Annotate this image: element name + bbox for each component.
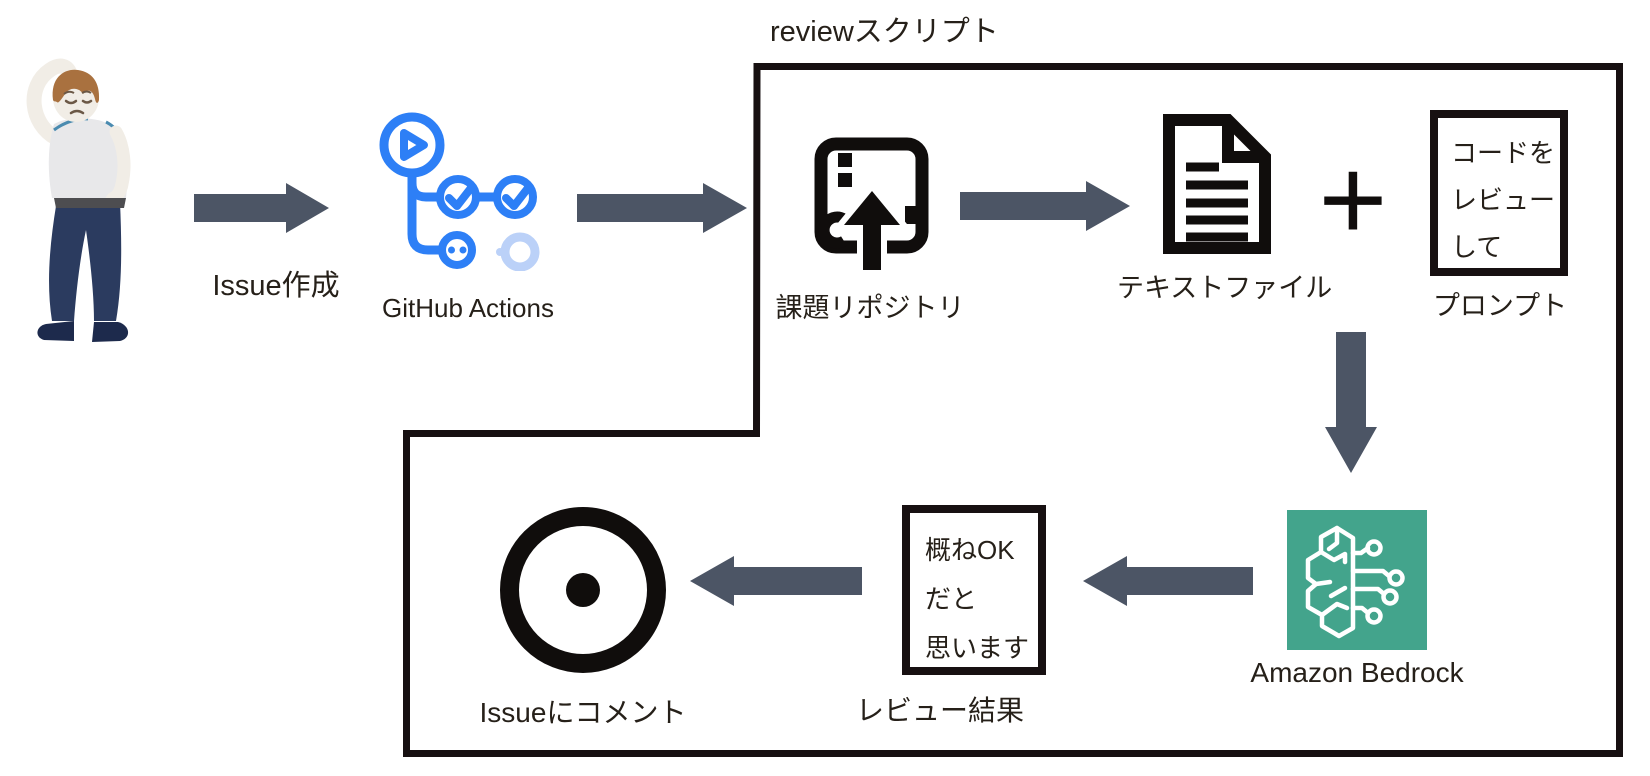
text-file-label: テキストファイル [1117,273,1333,303]
review-line-1: 概ねOK [925,535,1015,565]
flow-arrow-issue [194,183,329,233]
issue-comment-label: Issueにコメント [479,697,687,728]
flow-arrow-to-file [960,181,1130,231]
review-line-3: 思います [925,633,1030,663]
person-pants [49,202,122,321]
person-shirt [48,118,129,198]
person-raised-arm [26,58,78,146]
flow-arrow-to-bedrock [1325,332,1377,473]
person-belt [54,198,126,208]
person-shoe-left [37,321,74,341]
issue-dot [566,573,600,607]
review-script-title: reviewスクリプト [770,16,999,48]
bedrock-label: Amazon Bedrock [1250,657,1464,688]
issue-opened-icon [500,507,666,673]
document-icon [1163,114,1271,254]
review-result-box: 概ねOK だと 思います [902,505,1046,675]
prompt-line-3: して [1451,232,1503,262]
plus-icon: + [1318,134,1388,266]
repo-push-icon [814,137,929,272]
amazon-bedrock-icon [1287,510,1427,650]
prompt-box: コードを レビュー して [1430,110,1568,276]
repo-label: 課題リポジトリ [775,293,965,323]
flow-arrow-to-review-result [1083,556,1253,606]
issue-create-label: Issue作成 [212,270,340,302]
prompt-line-2: レビュー [1451,185,1556,215]
github-actions-label: GitHub Actions [382,293,554,323]
prompt-line-1: コードを [1451,138,1556,168]
flow-arrow-to-script [577,183,747,233]
confused-person-illustration [26,58,131,342]
person-hair [52,69,100,103]
review-result-label: レビュー結果 [855,695,1024,726]
person-shoe-right [92,322,129,342]
prompt-label: プロンプト [1432,291,1568,321]
github-actions-icon [379,112,540,271]
flow-arrow-to-issue-comment [690,556,862,606]
review-line-2: だと [925,584,978,614]
